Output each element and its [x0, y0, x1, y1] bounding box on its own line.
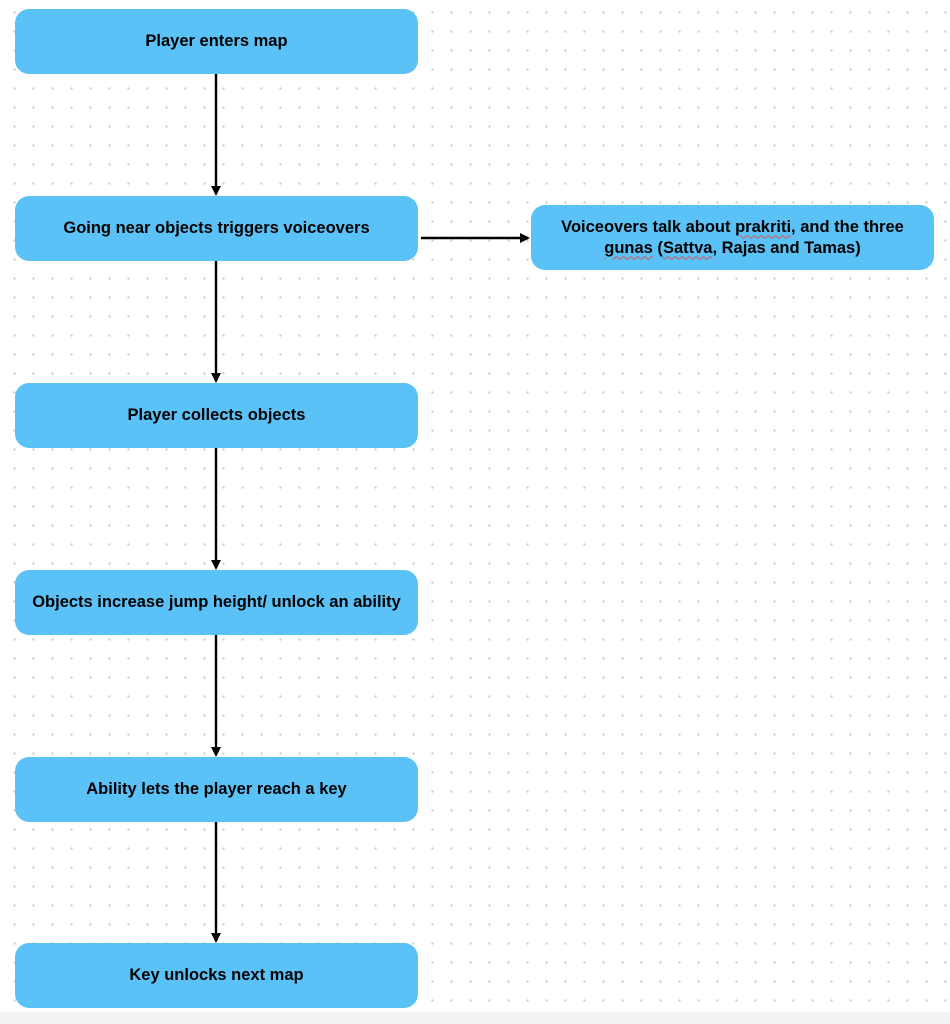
spellcheck-word-sattva: Sattva — [662, 238, 713, 257]
note-text-part3: ( — [652, 238, 663, 257]
node-player-collects-objects[interactable]: Player collects objects — [15, 383, 418, 448]
node-objects-increase-jump[interactable]: Objects increase jump height/ unlock an … — [15, 570, 418, 635]
note-text-part4: , Rajas and Tamas) — [712, 238, 861, 257]
node-label: Voiceovers talk about prakriti, and the … — [549, 217, 916, 259]
node-label: Going near objects triggers voiceovers — [63, 219, 370, 237]
bottom-edge-strip — [0, 1012, 950, 1024]
spellcheck-word-prakriti: prakriti — [735, 217, 792, 236]
node-label: Player collects objects — [127, 406, 306, 424]
node-label: Ability lets the player reach a key — [86, 780, 347, 798]
note-text-part2: , and the three — [791, 217, 904, 236]
node-voiceovers-note[interactable]: Voiceovers talk about prakriti, and the … — [531, 205, 934, 270]
node-going-near-objects[interactable]: Going near objects triggers voiceovers — [15, 196, 418, 261]
node-label: Player enters map — [145, 32, 288, 50]
node-label: Key unlocks next map — [129, 966, 304, 984]
node-player-enters-map[interactable]: Player enters map — [15, 9, 418, 74]
node-key-unlocks-next-map[interactable]: Key unlocks next map — [15, 943, 418, 1008]
node-ability-reach-key[interactable]: Ability lets the player reach a key — [15, 757, 418, 822]
node-label: Objects increase jump height/ unlock an … — [32, 593, 401, 611]
spellcheck-word-gunas: gunas — [604, 238, 653, 257]
note-text-part1: Voiceovers talk about — [561, 217, 736, 236]
